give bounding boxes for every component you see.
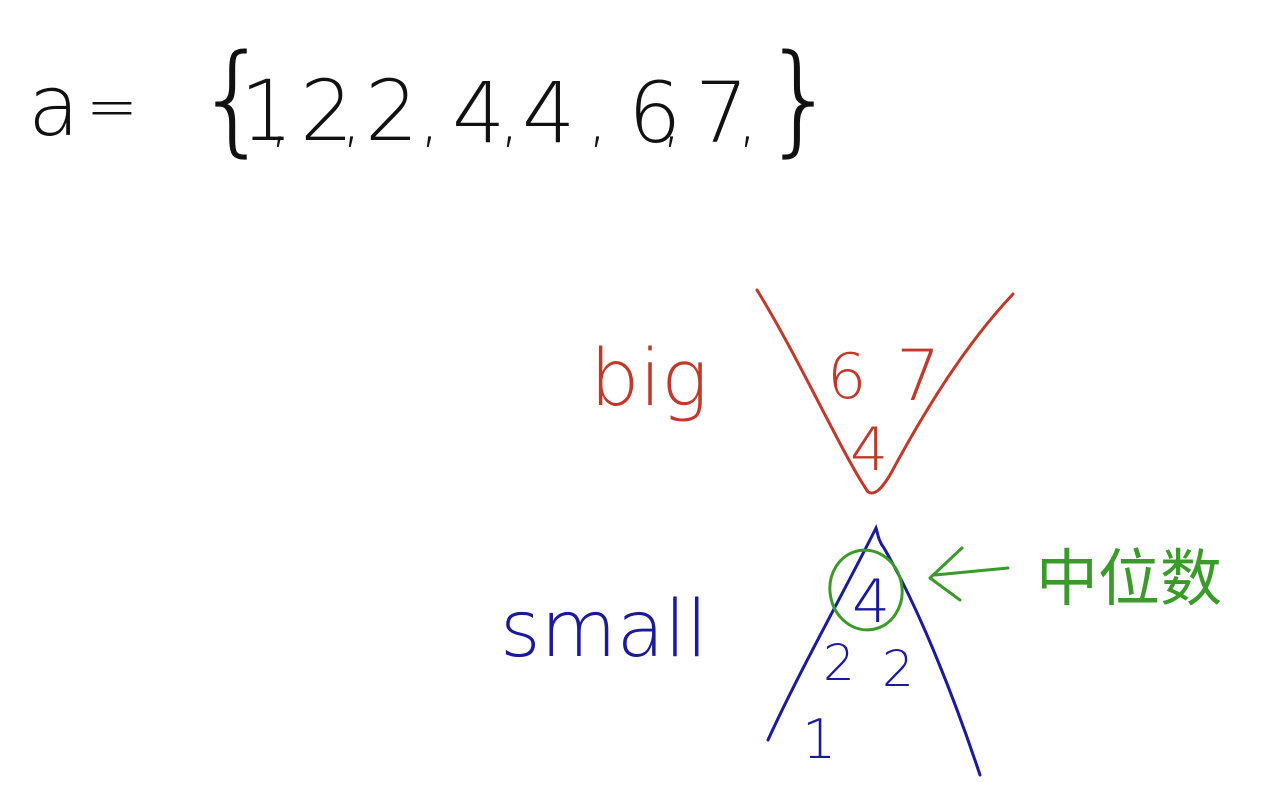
small-heap-value-1: 1 <box>802 708 836 771</box>
small-heap-label: small <box>500 585 708 675</box>
element-6: 6 <box>628 64 681 162</box>
open-brace: { <box>195 30 271 169</box>
comma: , <box>662 85 681 155</box>
set-equation: a = { 1 , 2 , 2 , 4 , 4 , 6 , 7 , } <box>28 30 838 169</box>
small-heap-outline <box>766 524 982 777</box>
element-3: 2 <box>365 62 418 160</box>
close-brace: } <box>762 30 838 169</box>
big-heap-outline <box>755 288 1015 495</box>
big-heap-value-4: 4 <box>850 415 888 485</box>
element-7: 7 <box>695 64 748 162</box>
median-label: 中位数 <box>1036 542 1222 615</box>
comma: , <box>500 85 519 155</box>
big-heap-label: big <box>590 334 708 424</box>
small-heap-value-2a: 2 <box>823 634 855 692</box>
comma: , <box>588 85 607 155</box>
comma: , <box>270 85 289 155</box>
element-4: 4 <box>452 64 505 162</box>
median-circle <box>828 548 904 632</box>
element-5: 4 <box>522 64 575 162</box>
element-1: 1 <box>240 62 293 160</box>
big-heap: big 6 7 4 <box>590 288 1015 495</box>
small-heap-value-2b: 2 <box>882 640 914 698</box>
comma: , <box>738 85 757 155</box>
median-annotation: 中位数 <box>828 542 1222 632</box>
arrow-left-icon <box>928 546 1010 602</box>
big-heap-value-7: 7 <box>896 335 941 417</box>
comma: , <box>342 85 361 155</box>
equals-sign: = <box>86 70 138 143</box>
element-2: 2 <box>300 62 353 160</box>
big-heap-value-6: 6 <box>827 340 866 413</box>
variable-a: a <box>28 57 79 155</box>
comma: , <box>420 85 439 155</box>
small-heap: small 4 2 2 1 <box>500 524 982 777</box>
